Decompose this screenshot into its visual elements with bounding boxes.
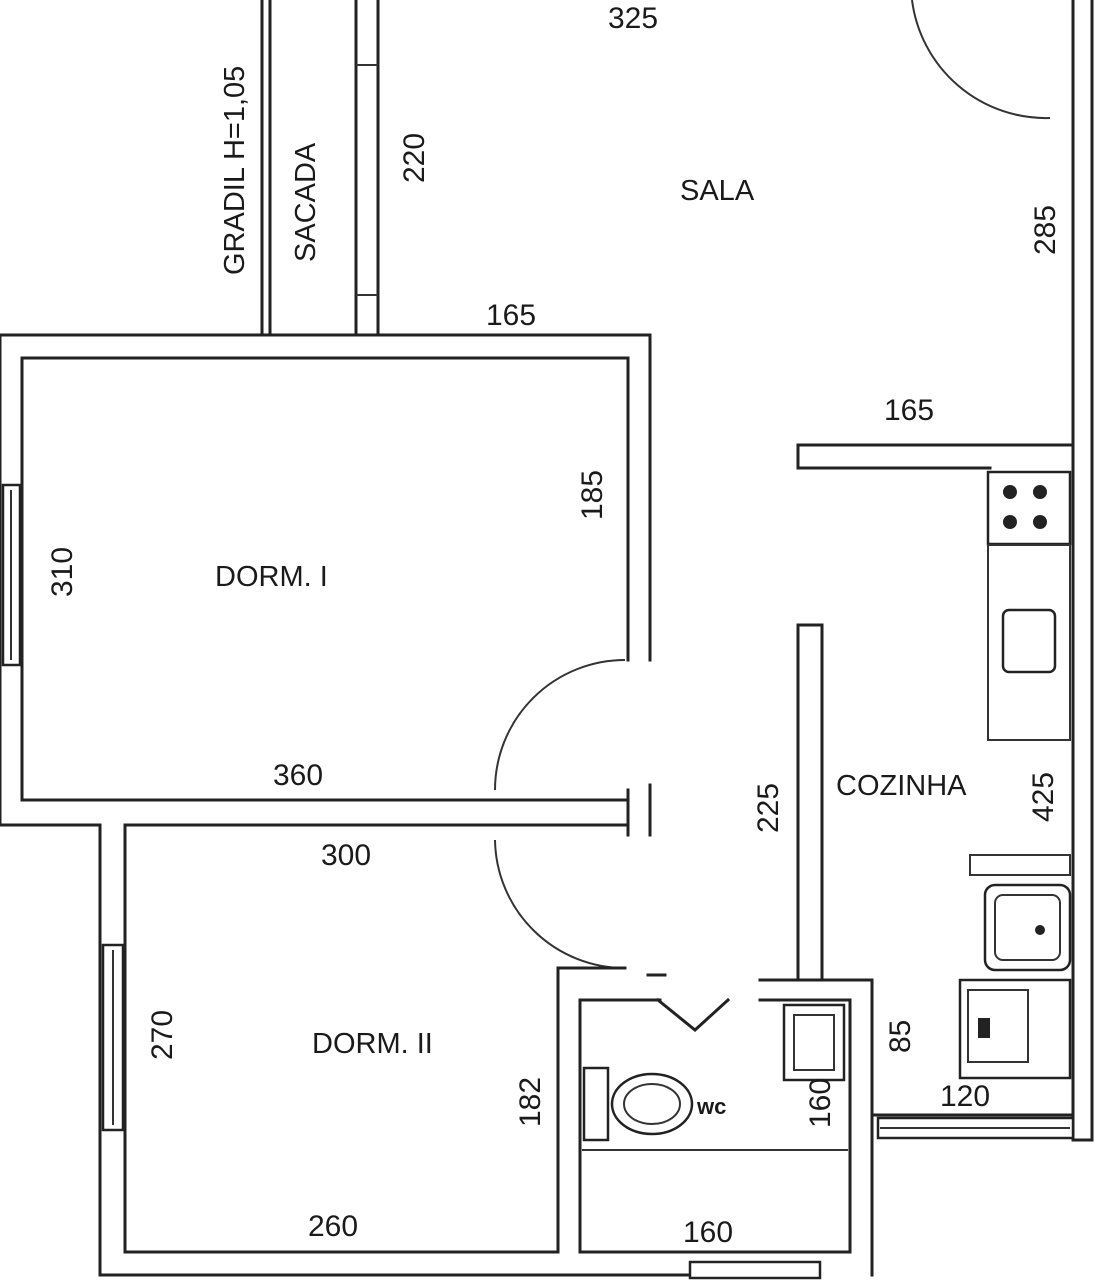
dim-dorm2-top: 300 — [321, 839, 371, 872]
burner-4 — [1033, 515, 1047, 529]
washing-machine — [958, 978, 1072, 1080]
gradil-label: GRADIL H=1,05 — [219, 66, 251, 275]
dim-dorm1-bottom: 360 — [273, 759, 323, 792]
stove — [986, 470, 1072, 546]
dim-cozinha-bottom: 120 — [940, 1080, 990, 1113]
dorm2-door-swing — [494, 839, 626, 969]
toilet-tank — [582, 1066, 610, 1142]
wc-door-swing — [655, 997, 731, 1032]
kitchen-sink — [1001, 608, 1057, 674]
room-labels: SALA DORM. I DORM. II COZINHA wc SACADA … — [215, 66, 967, 1119]
wc-label: wc — [696, 1094, 726, 1119]
burner-2 — [1033, 485, 1047, 499]
counter-shelf — [969, 854, 1071, 876]
dim-sala-right: 285 — [1029, 205, 1062, 255]
laundry-drain — [1035, 925, 1045, 935]
dim-dorm2-right: 182 — [514, 1077, 547, 1127]
laundry-tank — [983, 883, 1072, 972]
laundry-tank-inner — [994, 894, 1061, 961]
washing-machine-door — [967, 989, 1029, 1063]
dim-dorm2-left: 270 — [146, 1010, 179, 1060]
burner-1 — [1003, 485, 1017, 499]
dim-sala-top: 325 — [608, 2, 658, 35]
wc-fixtures — [582, 1003, 848, 1151]
dim-sacada-height: 220 — [398, 133, 431, 183]
dimension-labels: 325 220 285 165 165 310 185 360 300 270 … — [46, 2, 1062, 1249]
dorm1-label: DORM. I — [215, 561, 328, 593]
washing-machine-handle — [978, 1018, 990, 1038]
kitchen-fixtures — [958, 470, 1072, 1080]
kitchen-counter — [987, 544, 1071, 741]
dorm2-label: DORM. II — [312, 1028, 433, 1060]
dim-dorm1-right: 185 — [576, 470, 609, 520]
burner-3 — [1003, 515, 1017, 529]
dim-dorm1-height: 310 — [46, 547, 79, 597]
dim-cozinha-right: 425 — [1027, 772, 1060, 822]
dim-wc-right: 160 — [804, 1078, 837, 1128]
dim-wc-bottom: 160 — [683, 1216, 733, 1249]
dim-sala-bottom-right: 165 — [884, 394, 934, 427]
wc-washbasin-inner — [793, 1014, 835, 1071]
dim-cozinha-small: 85 — [884, 1020, 917, 1053]
toilet-seat — [623, 1083, 681, 1125]
sala-label: SALA — [680, 175, 755, 207]
dorm1-door-swing — [494, 659, 626, 791]
sala-door-swing — [911, 0, 1051, 120]
dim-hall-wall: 225 — [752, 783, 785, 833]
dim-sala-bottom-left: 165 — [486, 299, 536, 332]
cozinha-label: COZINHA — [836, 770, 967, 802]
wc-window — [688, 1260, 822, 1280]
sacada-label: SACADA — [290, 142, 322, 262]
dim-dorm2-bottom: 260 — [308, 1210, 358, 1243]
